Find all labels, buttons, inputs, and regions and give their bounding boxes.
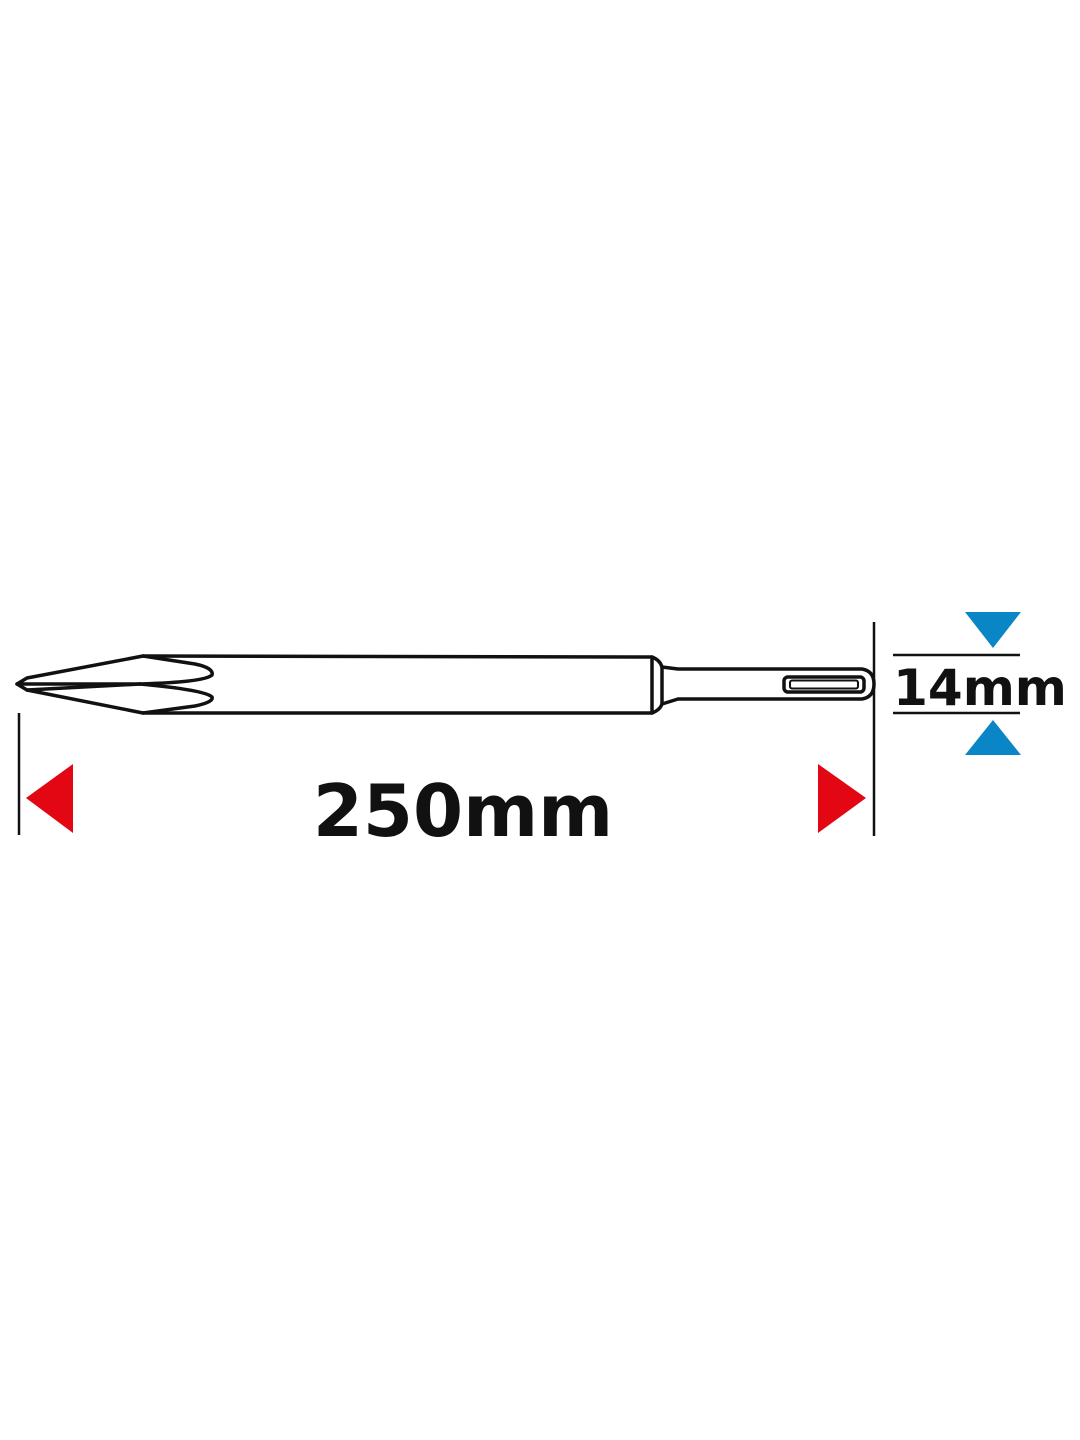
length-label: 250mm <box>313 769 613 853</box>
diameter-bottom-arrow-icon <box>965 720 1021 755</box>
length-dimension: 250mm <box>17 622 876 853</box>
length-right-arrow-icon <box>818 764 866 833</box>
diameter-label: 14mm <box>893 659 1067 717</box>
diameter-dimension: 14mm <box>893 612 1067 755</box>
diameter-top-arrow-icon <box>965 612 1021 648</box>
pointed-chisel-icon <box>15 654 876 715</box>
length-left-arrow-icon <box>26 764 73 833</box>
